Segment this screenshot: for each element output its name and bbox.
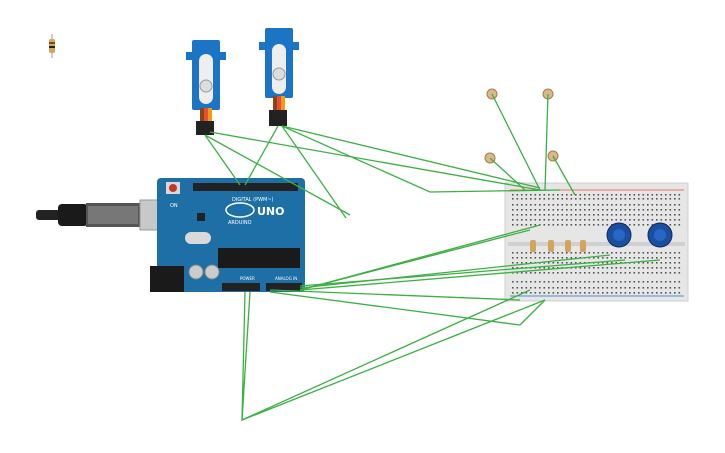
potentiometer-1[interactable] [606, 222, 632, 248]
wires[interactable] [204, 93, 661, 422]
servo-2-connector[interactable] [269, 110, 287, 126]
power-label: POWER [240, 276, 255, 281]
power-jack[interactable] [150, 266, 184, 292]
analog-label: ANALOG IN [275, 276, 297, 281]
servo-1-connector[interactable] [196, 121, 214, 135]
digital-label: DIGITAL (PWM~) [232, 197, 274, 203]
breadboard-resistors[interactable] [530, 240, 586, 252]
usb-cable[interactable] [36, 199, 171, 231]
board-logo-text: UNO [257, 205, 285, 218]
potentiometer-2[interactable] [647, 222, 673, 248]
arduino-uno-board[interactable]: DIGITAL (PWM~) UNO ARDUINO ON POWER ANAL… [150, 178, 305, 292]
analog-header[interactable] [266, 283, 302, 291]
loose-resistor[interactable] [49, 34, 55, 58]
on-led-label: ON [170, 203, 178, 209]
arduino-logo-icon [225, 202, 255, 218]
power-header[interactable] [222, 283, 260, 291]
board-brand-text: ARDUINO [228, 220, 252, 226]
atmega-chip [218, 248, 300, 268]
servo-motor-1[interactable] [186, 40, 226, 135]
digital-header[interactable] [193, 183, 298, 191]
servo-motor-2[interactable] [259, 28, 299, 126]
